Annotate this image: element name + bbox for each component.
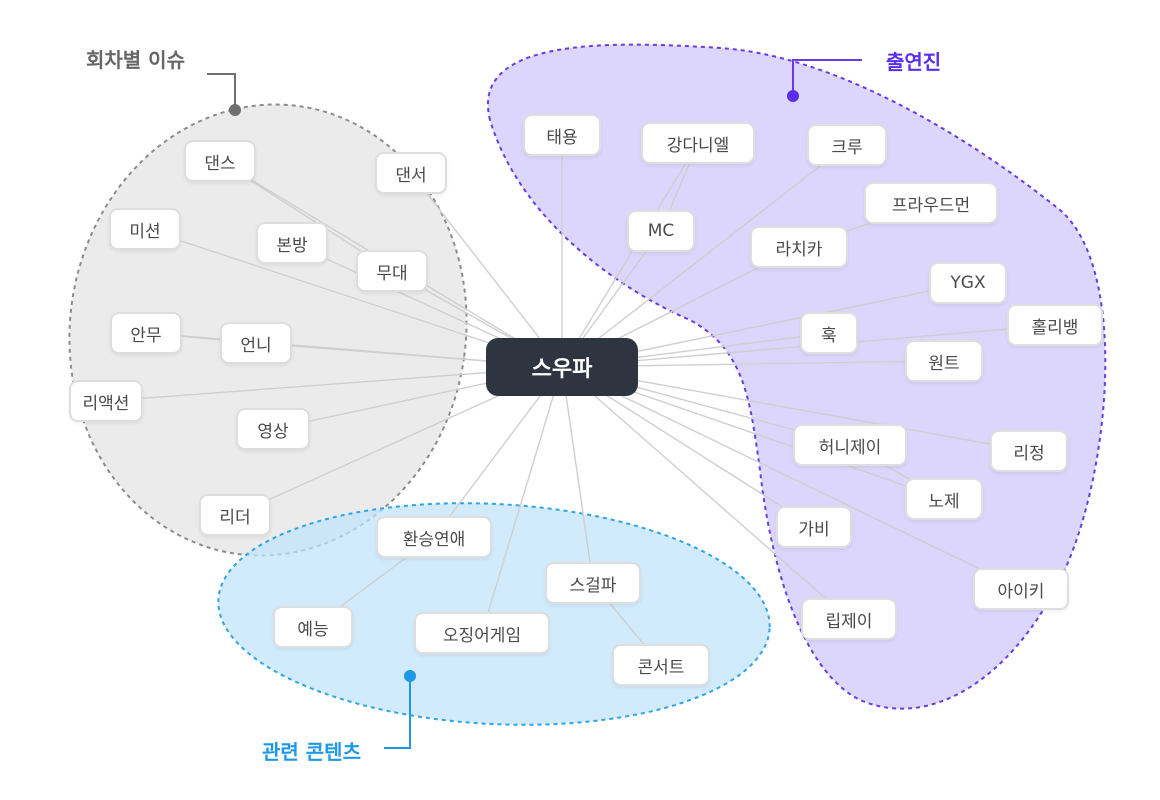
node-proudmen[interactable]: 프라우드먼 <box>864 182 998 224</box>
node-gabi[interactable]: 가비 <box>776 506 852 548</box>
node-mission[interactable]: 미션 <box>109 208 181 250</box>
issues-callout-dot <box>229 104 241 116</box>
node-video[interactable]: 영상 <box>236 408 310 450</box>
node-heartsignal[interactable]: 환승연애 <box>376 516 492 558</box>
edge-aiki <box>561 366 1022 590</box>
node-crew[interactable]: 크루 <box>807 124 887 166</box>
node-unni[interactable]: 언니 <box>220 322 292 364</box>
content-group-title: 관련 콘텐츠 <box>262 740 361 764</box>
node-noze[interactable]: 노제 <box>905 478 983 520</box>
cast-group-title: 출연진 <box>886 50 942 74</box>
node-stage[interactable]: 무대 <box>356 250 428 292</box>
edge-squidgame <box>481 366 563 634</box>
node-leader[interactable]: 리더 <box>199 494 271 536</box>
center-node[interactable]: 스우파 <box>486 338 638 396</box>
node-concert[interactable]: 콘서트 <box>612 644 710 686</box>
node-choreo[interactable]: 안무 <box>110 312 182 354</box>
node-squidgame[interactable]: 오징어게임 <box>414 612 550 654</box>
edge-crew <box>561 144 848 368</box>
node-hook[interactable]: 훅 <box>800 312 858 354</box>
node-sgirlpa[interactable]: 스걸파 <box>545 562 641 604</box>
node-reaction[interactable]: 리액션 <box>69 380 143 422</box>
node-dancer[interactable]: 댄서 <box>375 152 447 194</box>
cast-callout-dot <box>787 90 799 102</box>
issues-callout-line <box>207 73 236 110</box>
node-lijung[interactable]: 리정 <box>990 430 1068 472</box>
node-honeyj[interactable]: 허니제이 <box>793 424 907 466</box>
issues-group-title: 회차별 이슈 <box>86 48 185 72</box>
node-holybang[interactable]: 홀리뱅 <box>1007 304 1103 346</box>
node-taeyong[interactable]: 태용 <box>523 114 601 156</box>
content-callout-dot <box>404 670 416 682</box>
node-ygx[interactable]: YGX <box>929 262 1007 304</box>
node-aiki[interactable]: 아이키 <box>973 568 1069 610</box>
group-callouts <box>207 59 862 749</box>
node-mc[interactable]: MC <box>627 210 695 252</box>
node-kangdaniel[interactable]: 강다니엘 <box>641 122 755 164</box>
node-wantid[interactable]: 원트 <box>905 340 983 382</box>
edge-kangdaniel <box>561 142 699 368</box>
node-lachica[interactable]: 라치카 <box>750 226 848 268</box>
content-callout-line <box>384 676 411 749</box>
cast-callout-line <box>792 59 862 96</box>
edge-lijung <box>561 366 1030 452</box>
edge-lipj <box>561 366 850 620</box>
edge-dancer <box>410 172 563 368</box>
edge-sgirlpa <box>561 366 594 584</box>
node-variety[interactable]: 예능 <box>273 606 353 648</box>
node-dance[interactable]: 댄스 <box>184 140 256 182</box>
node-lipj[interactable]: 립제이 <box>801 598 897 640</box>
node-bonbang[interactable]: 본방 <box>256 222 328 264</box>
